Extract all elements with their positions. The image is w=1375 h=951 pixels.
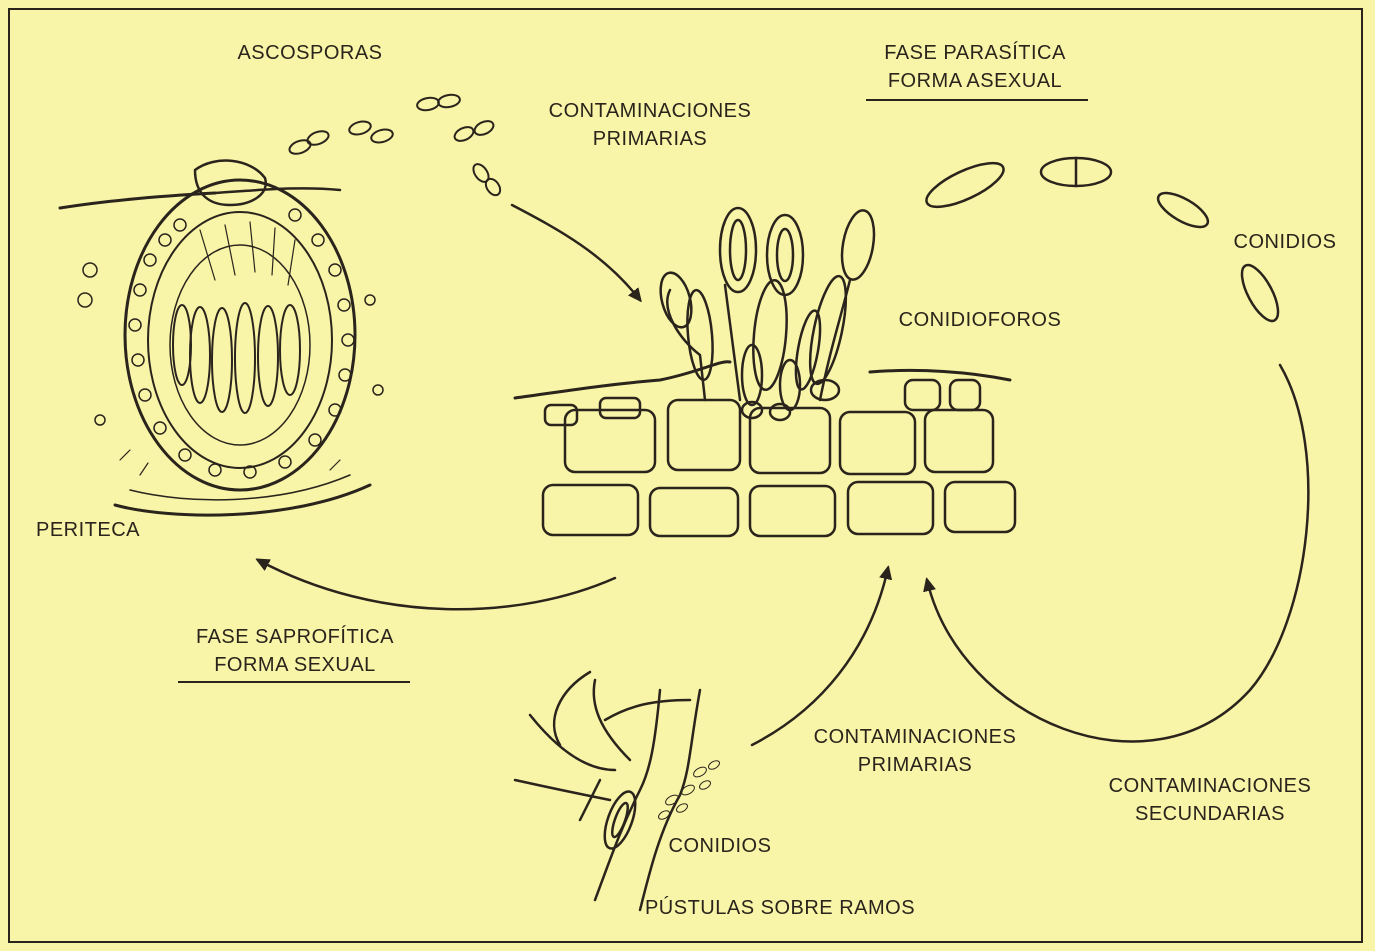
underline-fase-parasitica	[866, 99, 1088, 101]
branch-pustules-drawing	[515, 672, 721, 910]
label-conidioforos: CONIDIOFOROS	[880, 307, 1080, 333]
label-contaminaciones-primarias-bottom-line1: CONTAMINACIONES	[785, 724, 1045, 750]
arrow-saprophytic	[258, 560, 615, 609]
label-fase-parasitica-line2: FORMA ASEXUAL	[850, 68, 1100, 94]
label-contaminaciones-primarias-top-line1: CONTAMINACIONES	[520, 98, 780, 124]
label-contaminaciones-secundarias-line1: CONTAMINACIONES	[1080, 773, 1340, 799]
label-periteca: PERITECA	[18, 517, 158, 543]
label-conidios-right: CONIDIOS	[1215, 229, 1355, 255]
label-contaminaciones-secundarias-line2: SECUNDARIAS	[1080, 801, 1340, 827]
host-tissue-drawing	[515, 208, 1015, 536]
underline-fase-saprofitica	[178, 681, 410, 683]
arrow-primary-bottom	[752, 568, 888, 745]
label-conidios-bottom: CONIDIOS	[650, 833, 790, 859]
label-fase-parasitica-line1: FASE PARASÍTICA	[850, 40, 1100, 66]
arrow-secondary-loop	[927, 365, 1308, 742]
ascospores	[288, 93, 503, 198]
arrow-primary-top	[512, 205, 640, 300]
perithecium-drawing	[60, 161, 383, 516]
label-fase-saprofitica-line2: FORMA SEXUAL	[170, 652, 420, 678]
label-fase-saprofitica-line1: FASE SAPROFÍTICA	[170, 624, 420, 650]
label-pustulas-sobre-ramos: PÚSTULAS SOBRE RAMOS	[600, 895, 960, 921]
label-contaminaciones-primarias-top-line2: PRIMARIAS	[520, 126, 780, 152]
label-contaminaciones-primarias-bottom-line2: PRIMARIAS	[785, 752, 1045, 778]
label-ascosporas: ASCOSPORAS	[210, 40, 410, 66]
